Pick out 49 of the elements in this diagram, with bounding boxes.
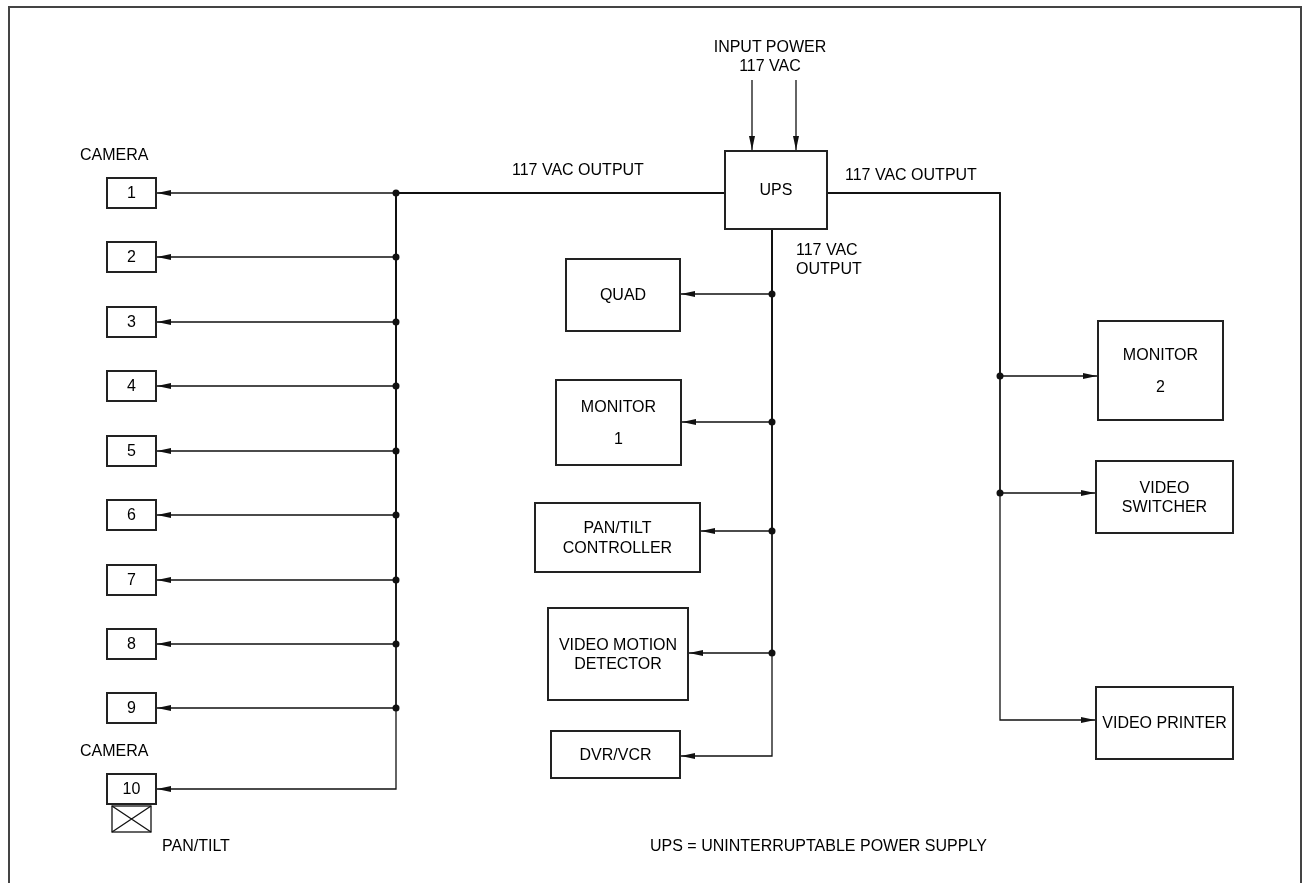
node-text: 7 [126,570,137,590]
device-box [534,502,701,573]
node-text: VIDEO MOTION DETECTOR [557,634,679,674]
node-text: MONITOR [1121,345,1200,365]
camera-caption: CAMERA [80,741,150,761]
node-text: 1 [126,183,137,203]
device-box [547,607,689,701]
node-text: MONITOR [579,397,658,417]
device-box [106,435,157,467]
connector-arrow [749,79,755,151]
node-text: VIDEO SWITCHER [1120,477,1209,517]
node-text: UPS [758,180,794,200]
device-box [106,499,157,531]
device-box [106,306,157,338]
node-text: 2 [126,247,137,267]
node-text: 10 [121,779,142,799]
device-box [106,773,157,805]
node-text: 117 VAC [738,56,802,76]
device-box [106,241,157,273]
node-text: INPUT POWER [712,36,828,56]
device-box [106,370,157,402]
device-box [106,564,157,596]
node-text: 4 [126,376,137,396]
camera-caption: CAMERA [80,145,150,165]
device-box [106,177,157,209]
connector-arrow [793,79,799,151]
footnote: UPS = UNINTERRUPTABLE POWER SUPPLY [650,836,987,856]
device-box [565,258,681,332]
device-box [555,379,682,466]
node-text: 6 [126,505,137,525]
node-text: 2 [1155,376,1166,396]
node-text: 8 [126,634,137,654]
node-text: VIDEO PRINTER [1101,713,1228,733]
node-text: PAN/TILT CONTROLLER [561,518,674,557]
device-box [106,692,157,724]
pan-tilt-label: PAN/TILT [162,836,230,856]
node-text: 1 [613,428,624,448]
device-box [1095,460,1234,534]
node-text: 5 [126,441,137,461]
node-text: 9 [126,698,137,718]
device-box [1097,320,1224,421]
device-box [1095,686,1234,760]
node-text: 3 [126,312,137,332]
device-box [724,150,828,230]
device-box [106,628,157,660]
node-text: QUAD [598,285,648,305]
node-text: DVR/VCR [578,744,653,765]
connector-arrow [827,192,1096,723]
device-box [550,730,681,779]
